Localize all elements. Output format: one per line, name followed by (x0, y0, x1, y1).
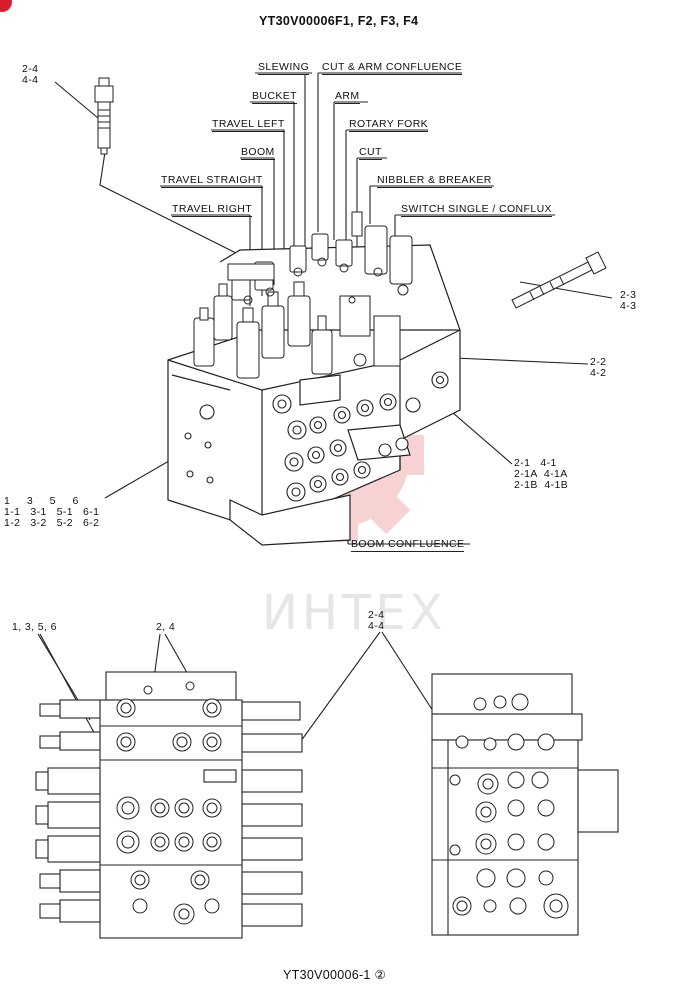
callout-travel-right: TRAVEL RIGHT (172, 203, 253, 217)
callout-travel-left: TRAVEL LEFT (212, 118, 285, 132)
drawing-title: YT30V00006F1, F2, F3, F4 (259, 14, 419, 28)
ref-block: 2-1 4-1 2-1A 4-1A 2-1B 4-1B (514, 457, 569, 491)
ref-spools: 1 3 5 6 1-1 3-1 5-1 6-1 1-2 3-2 5-2 6-2 (4, 495, 100, 529)
callout-arm: ARM (335, 90, 360, 104)
ref-bottom-b: 2, 4 (156, 621, 176, 633)
callout-switch-single-conflux: SWITCH SINGLE / CONFLUX (401, 203, 552, 217)
ref-bottom-c: 2-4 4-4 (368, 609, 385, 632)
ref-bolt: 2-3 4-3 (620, 289, 637, 312)
callout-boom: BOOM (241, 146, 275, 160)
callout-travel-straight: TRAVEL STRAIGHT (161, 174, 263, 188)
corner-badge (0, 0, 12, 12)
ref-bottom-a: 1, 3, 5, 6 (12, 621, 57, 633)
watermark-text: ИНТЕХ (262, 585, 447, 641)
callout-slewing: SLEWING (258, 61, 310, 75)
callout-cut: CUT (359, 146, 382, 160)
ref-side: 2-2 4-2 (590, 356, 607, 379)
drawing-caption: YT30V00006-1 ② (283, 968, 386, 982)
callout-boom-confluence: BOOM CONFLUENCE (351, 538, 465, 552)
callout-nibbler-breaker: NIBBLER & BREAKER (377, 174, 492, 188)
callout-bucket: BUCKET (252, 90, 297, 104)
valve-isometric-drawing (54, 72, 613, 546)
callout-cut-arm-confluence: CUT & ARM CONFLUENCE (322, 61, 463, 75)
ref-top-left: 2-4 4-4 (22, 63, 39, 86)
callout-rotary-fork: ROTARY FORK (349, 118, 429, 132)
